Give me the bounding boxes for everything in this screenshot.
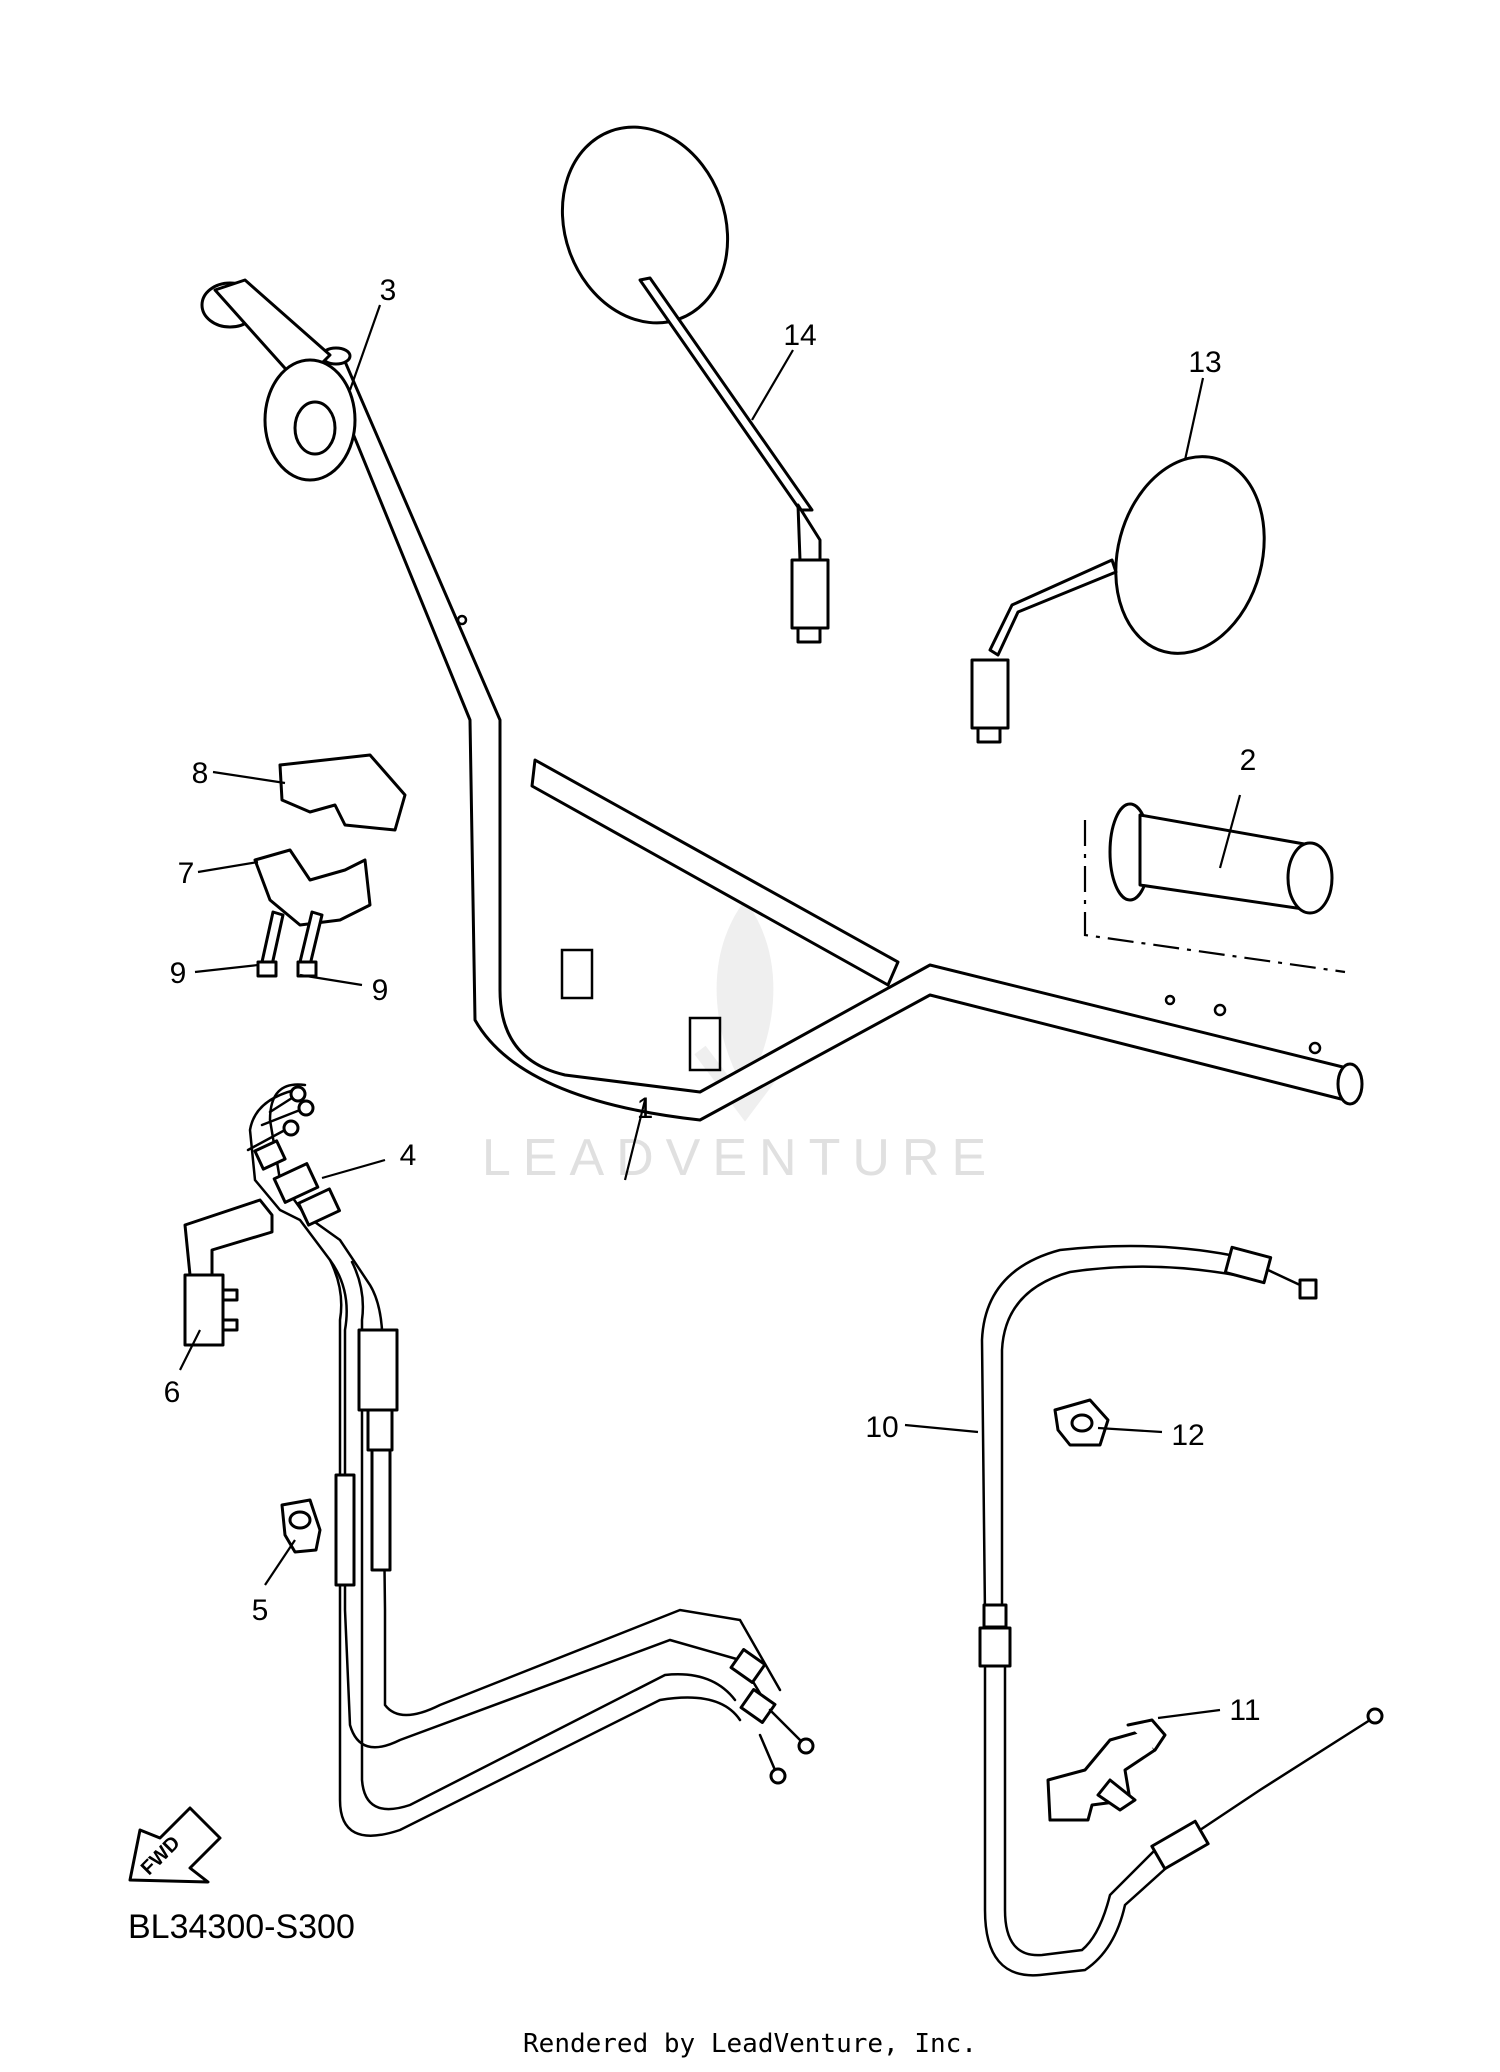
throttle-cable[interactable]: [246, 1083, 815, 1837]
cable-clip[interactable]: [1053, 1398, 1110, 1447]
grip-right[interactable]: [1083, 802, 1346, 974]
handlebar-holder-upper[interactable]: [278, 753, 407, 832]
callout-11[interactable]: 11: [1229, 1694, 1260, 1727]
bolt-right[interactable]: [296, 910, 324, 978]
cable-guide[interactable]: [183, 1198, 274, 1347]
callout-12[interactable]: 12: [1171, 1419, 1204, 1452]
watermark: LEADVENTURE: [482, 900, 998, 1187]
callout-2[interactable]: 2: [1240, 744, 1257, 777]
forward-direction-arrow: FWD: [128, 1806, 222, 1884]
callout-10[interactable]: 10: [865, 1411, 898, 1444]
callout-9-left[interactable]: 9: [170, 957, 187, 990]
callout-5[interactable]: 5: [252, 1594, 269, 1627]
diagram-code: BL34300-S300: [128, 1908, 355, 1946]
callout-9-right[interactable]: 9: [372, 974, 389, 1007]
mirror-right[interactable]: [970, 440, 1285, 744]
callout-13[interactable]: 13: [1188, 346, 1221, 379]
grip-left[interactable]: [200, 278, 357, 482]
mirror-left[interactable]: [536, 104, 830, 644]
callout-7[interactable]: 7: [178, 857, 195, 890]
callout-8[interactable]: 8: [192, 757, 209, 790]
callout-14[interactable]: 14: [783, 319, 816, 352]
bolt-left[interactable]: [256, 910, 285, 978]
watermark-text: LEADVENTURE: [482, 1129, 998, 1187]
leader-lines: [179, 304, 1242, 1720]
clutch-cable[interactable]: [978, 1244, 1384, 1977]
callout-6[interactable]: 6: [164, 1376, 181, 1409]
callout-4[interactable]: 4: [400, 1139, 417, 1172]
handlebar-holder-lower[interactable]: [253, 848, 372, 927]
callout-3[interactable]: 3: [380, 274, 397, 307]
callout-1[interactable]: 1: [637, 1092, 654, 1125]
handlebar[interactable]: [320, 346, 1364, 1122]
cable-clamp[interactable]: [280, 1498, 322, 1554]
clutch-holder[interactable]: [1046, 1718, 1167, 1822]
footer-credit: Rendered by LeadVenture, Inc.: [523, 2029, 977, 2059]
